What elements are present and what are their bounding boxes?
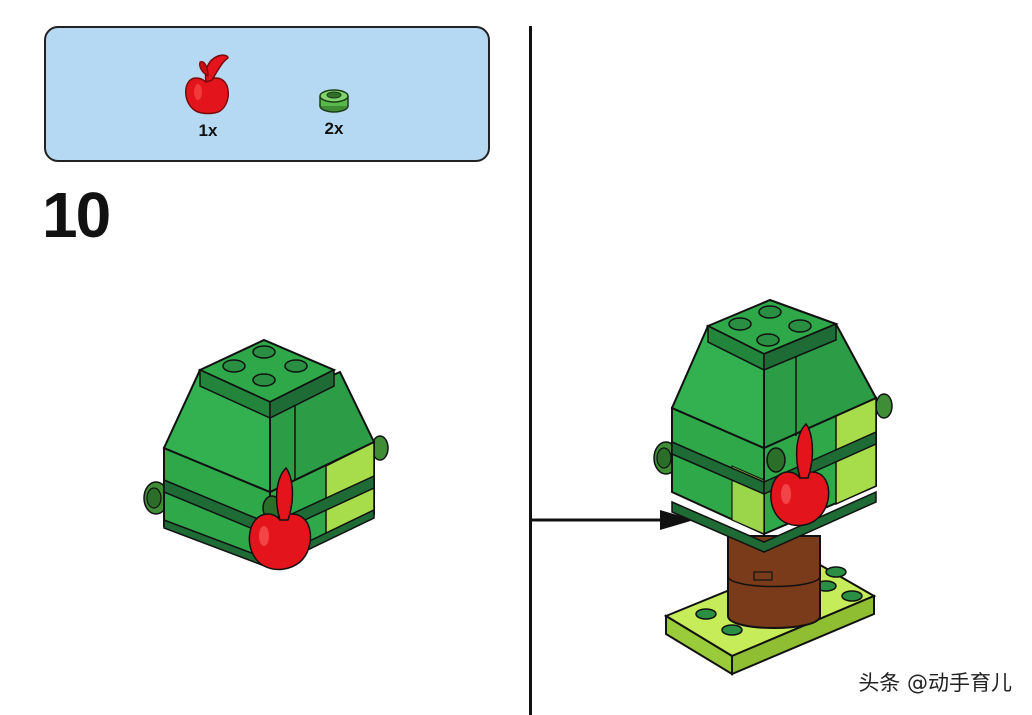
part-apple: 1x bbox=[178, 48, 238, 141]
step-divider bbox=[529, 26, 532, 715]
side-stud-left bbox=[143, 481, 169, 515]
part-stud: 2x bbox=[316, 84, 352, 139]
step-number: 10 bbox=[42, 179, 111, 251]
tree-top-assembly bbox=[143, 338, 389, 571]
watermark: 头条 @动手育儿 bbox=[858, 671, 1012, 695]
attach-arrow-icon bbox=[532, 510, 694, 530]
red-apple-brick-icon bbox=[185, 54, 229, 115]
green-round-stud-icon bbox=[319, 89, 349, 113]
apple-piece-installed bbox=[770, 422, 830, 527]
part-apple-qty: 1x bbox=[198, 121, 218, 140]
parts-list-panel: 1x 2x bbox=[44, 26, 490, 162]
top-studs bbox=[222, 345, 308, 387]
apple-tree-model bbox=[653, 298, 893, 676]
trunk bbox=[727, 535, 821, 629]
part-stud-qty: 2x bbox=[324, 119, 344, 138]
apple-piece bbox=[248, 466, 312, 571]
